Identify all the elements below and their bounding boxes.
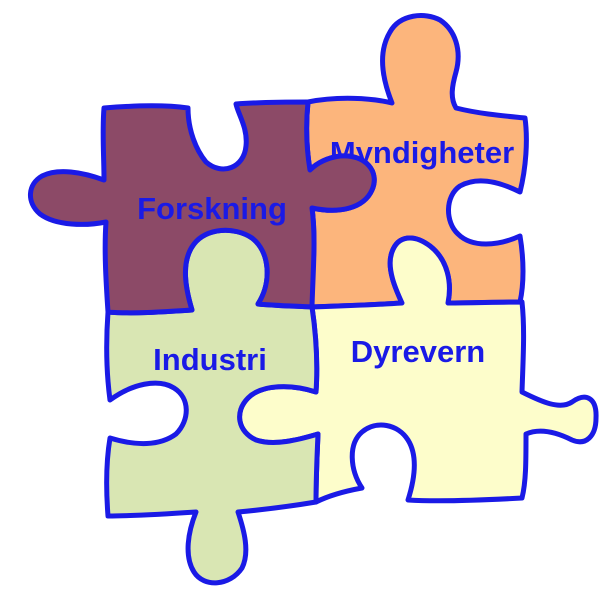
label-forskning: Forskning [137, 191, 287, 226]
label-dyrevern: Dyrevern [351, 334, 485, 369]
puzzle-piece-industri: Industri [104, 227, 321, 586]
puzzle-piece-forskning: Forskning [28, 99, 377, 316]
label-industri: Industri [153, 342, 267, 377]
puzzle-piece-dyrevern: Dyrevern [237, 235, 599, 505]
piece-forskning-shape [28, 99, 377, 316]
